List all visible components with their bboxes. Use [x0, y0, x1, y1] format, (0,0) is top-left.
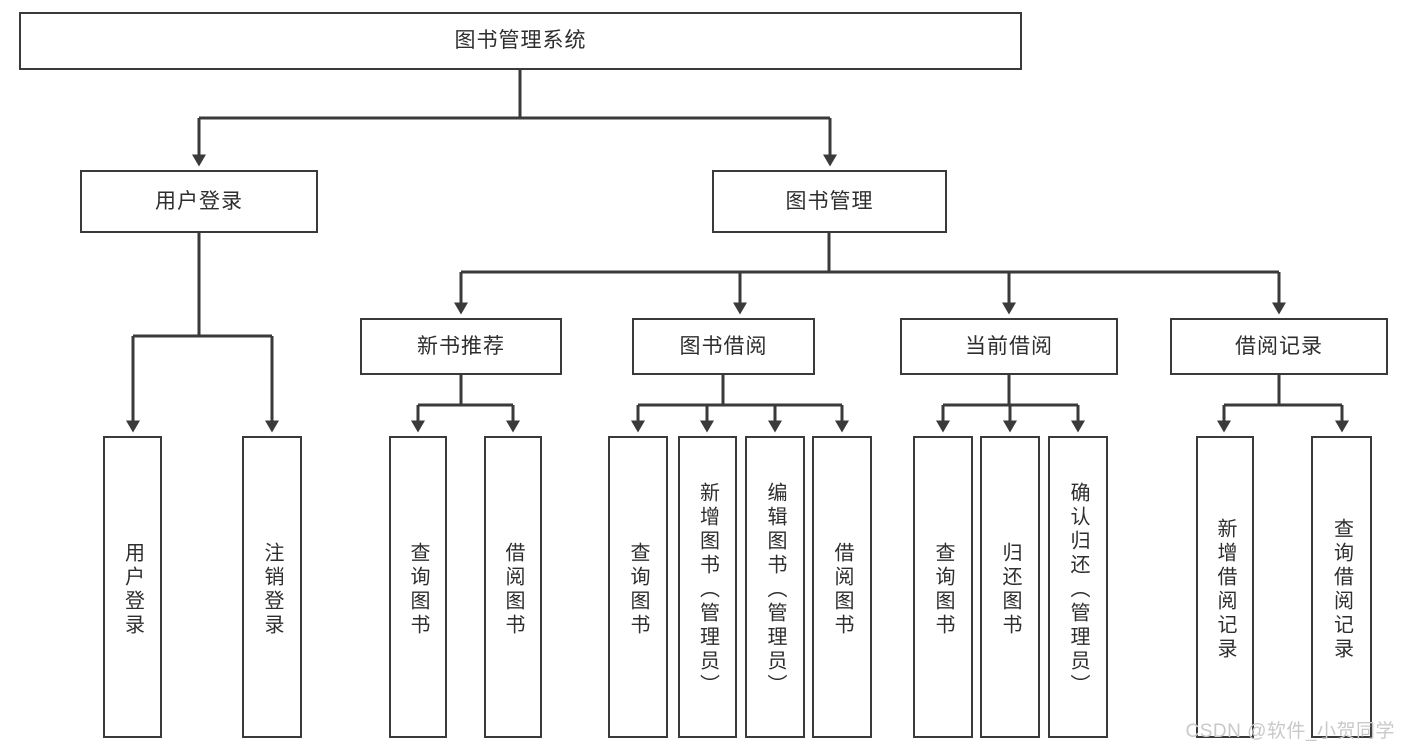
node-borrow-records[interactable]: 借阅记录	[1170, 318, 1388, 375]
node-label: 确认归还（管理员）	[1067, 482, 1089, 698]
node-user-login[interactable]: 用户登录	[80, 170, 318, 233]
node-book-management[interactable]: 图书管理	[712, 170, 947, 233]
node-label: 用户登录	[121, 542, 144, 638]
node-label: 新增借阅记录	[1214, 518, 1236, 662]
node-label: 当前借阅	[965, 334, 1053, 358]
node-label: 图书管理系统	[454, 29, 587, 53]
node-root-system[interactable]: 图书管理系统	[19, 12, 1022, 70]
node-label: 借阅记录	[1235, 334, 1323, 358]
node-label: 查询借阅记录	[1330, 518, 1353, 662]
node-current-borrow[interactable]: 当前借阅	[900, 318, 1118, 375]
leaf-edit-book-admin[interactable]: 编辑图书（管理员）	[745, 436, 805, 738]
leaf-borrow-book-new[interactable]: 借阅图书	[484, 436, 542, 738]
node-label: 用户登录	[155, 189, 243, 213]
leaf-query-book-new[interactable]: 查询图书	[389, 436, 447, 738]
leaf-user-login[interactable]: 用户登录	[103, 436, 162, 738]
leaf-return-book[interactable]: 归还图书	[980, 436, 1040, 738]
leaf-logout-login[interactable]: 注销登录	[242, 436, 302, 738]
leaf-confirm-return-admin[interactable]: 确认归还（管理员）	[1048, 436, 1108, 738]
node-label: 查询图书	[932, 542, 954, 638]
node-book-borrow[interactable]: 图书借阅	[632, 318, 815, 375]
node-label: 查询图书	[407, 542, 429, 638]
leaf-add-borrow-record[interactable]: 新增借阅记录	[1196, 436, 1254, 738]
leaf-query-book-current[interactable]: 查询图书	[913, 436, 973, 738]
node-label: 新书推荐	[417, 334, 505, 358]
node-label: 借阅图书	[502, 542, 524, 638]
node-new-book-recommend[interactable]: 新书推荐	[360, 318, 562, 375]
node-label: 新增图书（管理员）	[696, 482, 719, 698]
leaf-add-book-admin[interactable]: 新增图书（管理员）	[678, 436, 737, 738]
node-label: 查询图书	[627, 542, 649, 638]
node-label: 编辑图书（管理员）	[764, 482, 786, 698]
node-label: 图书管理	[785, 189, 874, 213]
leaf-query-borrow-record[interactable]: 查询借阅记录	[1311, 436, 1372, 738]
node-label: 注销登录	[261, 542, 283, 638]
leaf-query-book-borrow[interactable]: 查询图书	[608, 436, 668, 738]
node-label: 图书借阅	[679, 334, 768, 358]
leaf-borrow-book[interactable]: 借阅图书	[812, 436, 872, 738]
watermark-text: CSDN @软件_小贺同学	[1185, 721, 1395, 742]
node-label: 归还图书	[999, 542, 1021, 638]
node-label: 借阅图书	[831, 542, 853, 638]
